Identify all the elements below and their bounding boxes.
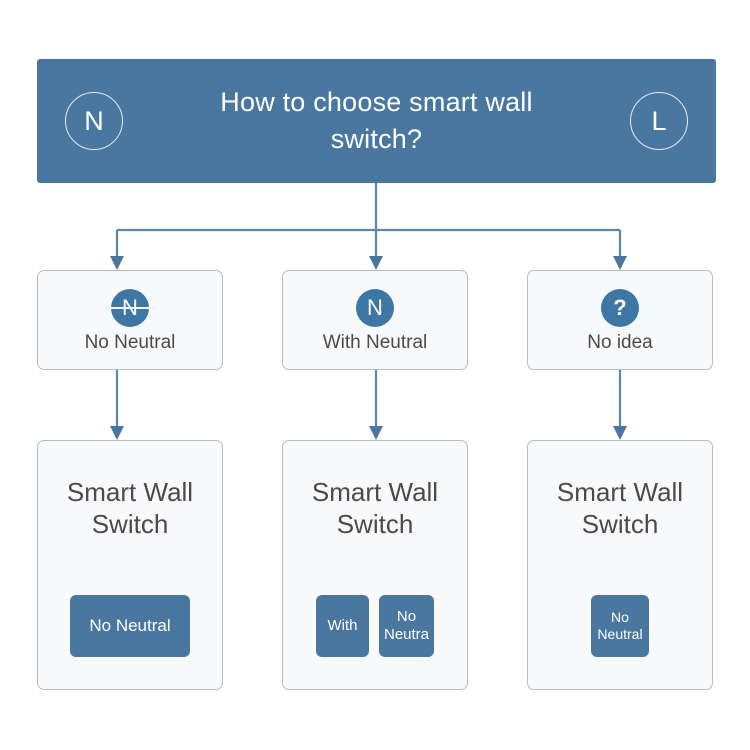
option-box-no-idea[interactable]: ? No idea bbox=[527, 270, 713, 370]
n-crossed-circle-icon: N bbox=[104, 288, 156, 327]
switch-button-row: No Neutral bbox=[528, 595, 712, 657]
switch-gang-button[interactable]: No Neutral bbox=[70, 595, 190, 657]
strike-through-line bbox=[104, 306, 156, 309]
switch-gang-button-with[interactable]: With bbox=[316, 595, 369, 657]
live-wire-icon: L bbox=[630, 92, 688, 150]
option-box-with-neutral[interactable]: N With Neutral bbox=[282, 270, 468, 370]
neutral-wire-icon-label: N bbox=[84, 105, 104, 136]
neutral-wire-icon: N bbox=[65, 92, 123, 150]
header-banner: N How to choose smart wall switch? L bbox=[37, 59, 716, 183]
product-card-no-neutral[interactable]: Smart Wall Switch No Neutral bbox=[37, 440, 223, 690]
n-circle-icon-label: N bbox=[367, 294, 383, 320]
page-title: How to choose smart wall switch? bbox=[220, 87, 533, 154]
product-title: Smart Wall Switch bbox=[556, 477, 684, 539]
switch-button-row: With No Neutra bbox=[283, 595, 467, 657]
product-card-with-neutral[interactable]: Smart Wall Switch With No Neutra bbox=[282, 440, 468, 690]
product-title: Smart Wall Switch bbox=[311, 477, 439, 539]
live-wire-icon-label: L bbox=[651, 105, 667, 136]
question-circle-icon-label: ? bbox=[613, 294, 627, 320]
product-card-no-idea[interactable]: Smart Wall Switch No Neutral bbox=[527, 440, 713, 690]
question-circle-icon: ? bbox=[601, 288, 639, 327]
switch-gang-button-no-neutral[interactable]: No Neutra bbox=[379, 595, 434, 657]
option-label: No idea bbox=[587, 331, 653, 353]
option-label: No Neutral bbox=[84, 331, 176, 353]
n-circle-icon: N bbox=[356, 288, 394, 327]
switch-gang-button[interactable]: No Neutral bbox=[591, 595, 649, 657]
option-label: With Neutral bbox=[322, 331, 428, 353]
option-box-no-neutral[interactable]: N No Neutral bbox=[37, 270, 223, 370]
switch-button-row: No Neutral bbox=[38, 595, 222, 657]
product-title: Smart Wall Switch bbox=[66, 477, 194, 539]
